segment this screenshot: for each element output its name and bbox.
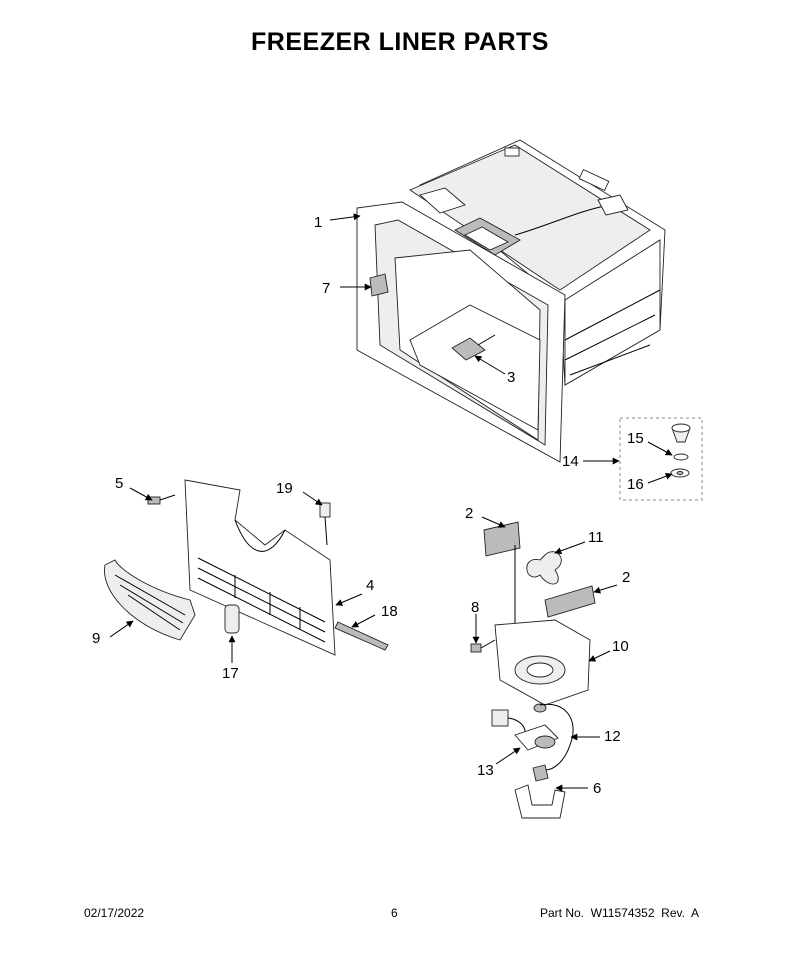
callout-labels: 1 7 3 14 15 16 5 19 4 18 9 17 2 11 2 8 1…	[92, 214, 644, 797]
callout-11: 11	[588, 529, 604, 546]
callout-6: 6	[593, 780, 601, 797]
clip-part-7	[369, 273, 389, 297]
fan-shroud-part-10	[494, 619, 591, 706]
callout-10: 10	[612, 638, 629, 655]
foam-block-part-2-lower	[544, 585, 596, 618]
callout-2-upper: 2	[465, 505, 473, 522]
page-title: FREEZER LINER PARTS	[251, 28, 549, 56]
footer-page-number: 6	[391, 906, 398, 920]
leader-lines	[109, 213, 673, 792]
grille-part-9	[104, 559, 196, 641]
freezer-liner-part	[356, 139, 666, 463]
callout-9: 9	[92, 630, 100, 647]
thermistor-part-19	[319, 502, 331, 546]
callout-19: 19	[276, 480, 293, 497]
callout-7: 7	[322, 280, 330, 297]
callout-8: 8	[471, 599, 479, 616]
motor-bracket-part-6	[514, 764, 566, 819]
seal-strip-part-18	[334, 621, 389, 651]
screw-part-5	[147, 494, 176, 505]
drain-grommet-part-16	[670, 468, 690, 478]
drain-cap-part-15	[671, 423, 691, 443]
callout-12: 12	[604, 728, 621, 745]
foam-block-part-2-upper	[483, 521, 521, 557]
callout-17: 17	[222, 665, 239, 682]
drain-washer-part-15	[673, 453, 689, 461]
callout-5: 5	[115, 475, 123, 492]
callout-15: 15	[627, 430, 644, 447]
callout-13: 13	[477, 762, 494, 779]
footer-part-number: Part No. W11574352 Rev. A	[540, 906, 699, 920]
screw-part-8	[470, 639, 496, 653]
evaporator-cover-part-4	[184, 479, 336, 656]
callout-2-lower: 2	[622, 569, 630, 586]
callout-16: 16	[627, 476, 644, 493]
fan-motor-part-13	[491, 703, 559, 751]
callout-4: 4	[366, 577, 374, 594]
fan-blade-part-11	[514, 545, 562, 630]
wire-harness-part-12	[539, 703, 574, 771]
callout-3: 3	[507, 369, 515, 386]
callout-18: 18	[381, 603, 398, 620]
drain-kit-part-14	[619, 417, 703, 501]
callout-1: 1	[314, 214, 322, 231]
callout-14: 14	[562, 453, 579, 470]
sensor-part-3	[451, 334, 496, 361]
footer-date: 02/17/2022	[84, 906, 145, 920]
grille-insert-part-17	[224, 604, 240, 634]
